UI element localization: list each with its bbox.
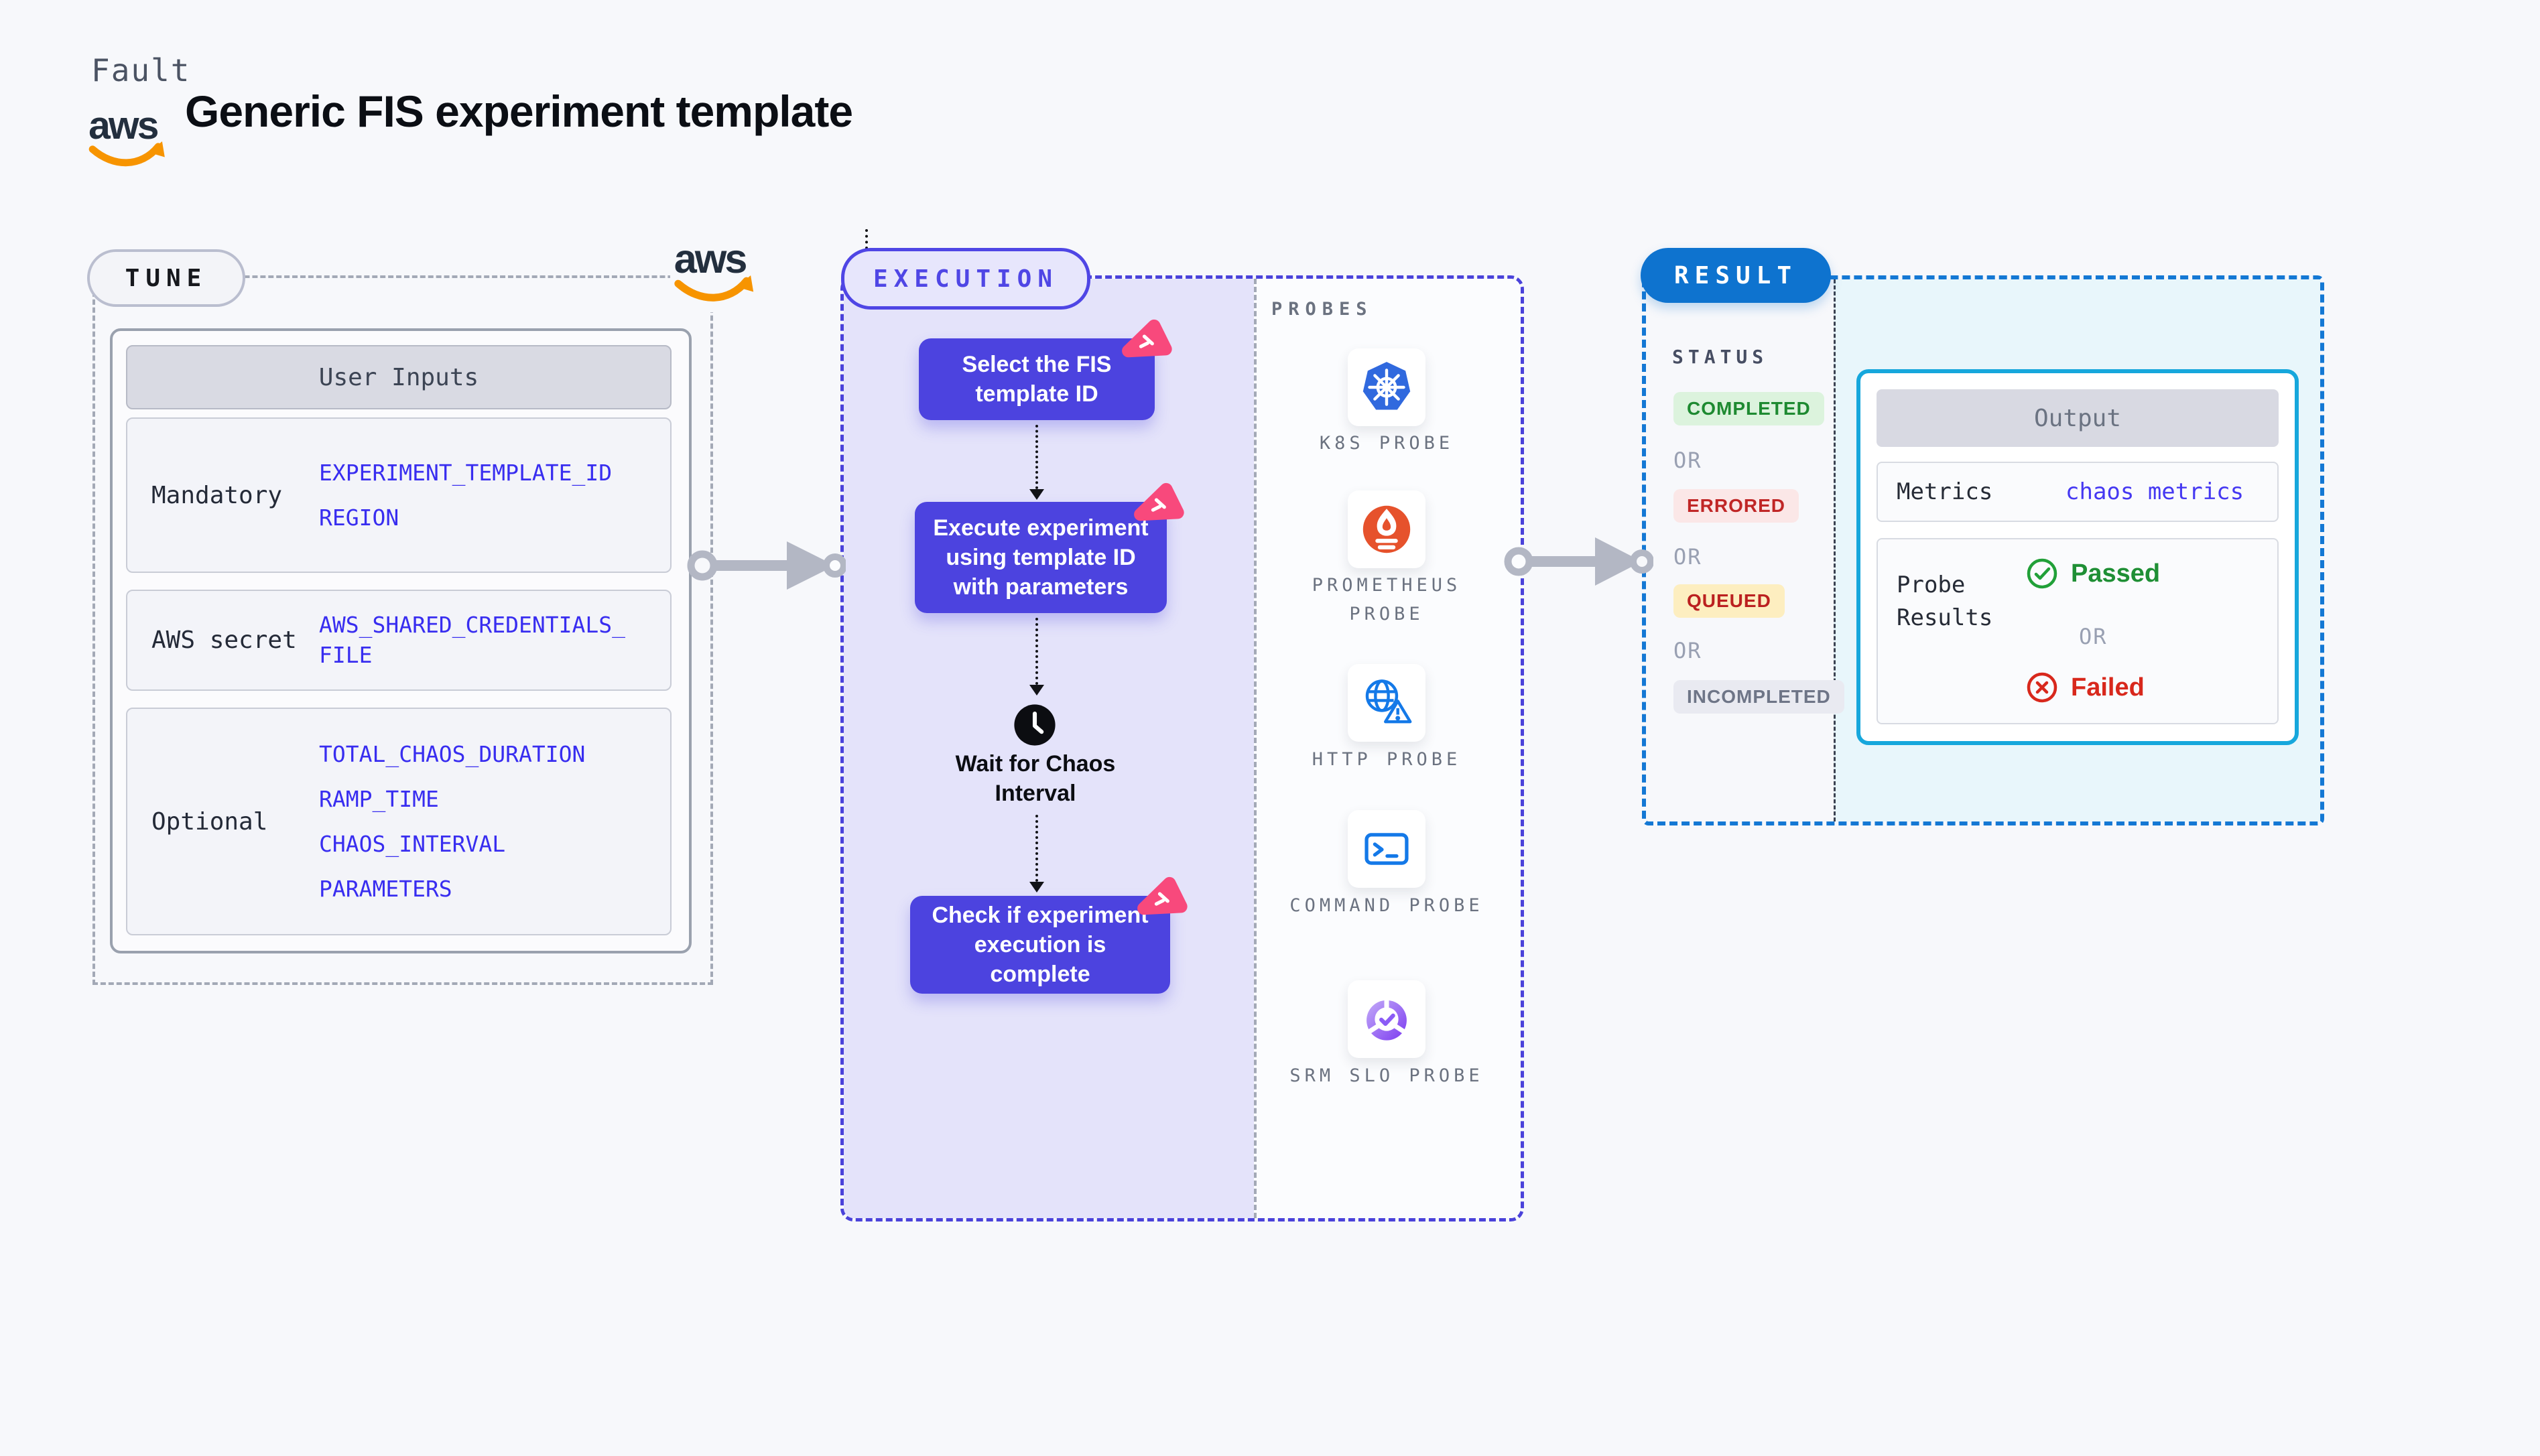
probe-label: HTTP PROBE (1312, 749, 1462, 770)
table-row-mandatory: Mandatory EXPERIMENT_TEMPLATE_ID REGION (126, 417, 672, 573)
variable-value: AWS_SHARED_CREDENTIALS_FILE (319, 611, 625, 668)
srm-slo-probe-card (1348, 980, 1425, 1058)
flow-arrowhead-icon (1029, 685, 1044, 696)
status-badge-completed: COMPLETED (1673, 392, 1824, 425)
status-badge-queued: QUEUED (1673, 584, 1785, 618)
probe-label: SRM SLO PROBE (1289, 1065, 1484, 1086)
status-badge-errored: ERRORED (1673, 489, 1799, 523)
step-label: Check if experiment execution is complet… (932, 902, 1149, 988)
page-title: Generic FIS experiment template (185, 86, 853, 136)
failed-result: Failed (2025, 671, 2145, 704)
aws-logo-tune: aws (670, 235, 757, 312)
svg-text:aws: aws (674, 240, 747, 281)
step-label: Execute experiment using template ID wit… (933, 515, 1149, 600)
metrics-row: Metrics chaos metrics (1877, 462, 2279, 522)
probe-label: K8S PROBE (1319, 433, 1454, 454)
status-badge-incompleted: INCOMPLETED (1673, 680, 1844, 714)
aws-logo: aws (87, 104, 166, 175)
chaos-faults-icon (1113, 314, 1177, 385)
result-badge: RESULT (1641, 248, 1831, 303)
variable-value: CHAOS_INTERVAL (319, 831, 506, 857)
probe-label: PROMETHEUS PROBE (1312, 575, 1462, 625)
connector-arrow-icon (685, 528, 847, 606)
flow-dotted-line (1035, 618, 1038, 685)
probes-panel (1254, 279, 1521, 1218)
variable-value: RAMP_TIME (319, 786, 439, 812)
variable-value: TOTAL_CHAOS_DURATION (319, 741, 586, 767)
prometheus-icon (1362, 505, 1411, 553)
slo-donut-icon (1366, 998, 1407, 1041)
brand-label: Fault (91, 52, 191, 88)
http-probe-card (1348, 664, 1425, 742)
clock-icon (1012, 702, 1058, 751)
or-separator: OR (1673, 638, 1702, 663)
row-label: Optional (151, 807, 268, 836)
user-inputs-header: User Inputs (126, 345, 672, 409)
passed-label: Passed (2071, 559, 2161, 588)
or-separator: OR (2079, 624, 2108, 649)
flow-dotted-line (1035, 425, 1038, 489)
metrics-label: Metrics (1897, 478, 1993, 505)
flow-arrowhead-icon (1029, 882, 1044, 892)
execution-flow-panel (844, 279, 1254, 1218)
connector-arrow-icon (1503, 524, 1654, 602)
http-globe-icon (1365, 679, 1412, 724)
or-separator: OR (1673, 544, 1702, 570)
probe-results-label: Probe Results (1897, 572, 1993, 632)
chaos-faults-icon (1128, 872, 1192, 943)
step-check-complete: Check if experiment execution is complet… (910, 876, 1188, 994)
step-select-template: Select the FIS template ID (919, 319, 1172, 420)
failed-label: Failed (2071, 673, 2145, 702)
row-label: AWS secret (151, 626, 297, 654)
probe-label: COMMAND PROBE (1289, 895, 1484, 916)
step-execute-experiment: Execute experiment using template ID wit… (915, 482, 1184, 613)
tune-badge: TUNE (87, 249, 245, 307)
prometheus-probe-card (1348, 490, 1425, 568)
flow-dotted-line (1035, 815, 1038, 882)
step-wait-interval: Wait for Chaos Interval (955, 751, 1116, 807)
table-row-optional: Optional TOTAL_CHAOS_DURATION RAMP_TIME … (126, 708, 672, 935)
panel-divider (1254, 279, 1257, 1218)
dotted-stub (865, 229, 868, 249)
execution-section (840, 275, 1524, 1221)
row-label: Mandatory (151, 481, 283, 509)
svg-text:aws: aws (88, 107, 158, 147)
execution-badge: EXECUTION (841, 248, 1090, 310)
flow-arrowhead-icon (1029, 489, 1044, 500)
check-circle-icon (2027, 558, 2057, 589)
variable-value: REGION (319, 505, 399, 531)
step-label: Select the FIS template ID (962, 351, 1112, 407)
probe-results-row: Probe Results Passed OR Failed (1877, 538, 2279, 724)
command-probe-card (1348, 810, 1425, 888)
or-separator: OR (1673, 448, 1702, 473)
status-label: STATUS (1672, 346, 1769, 368)
variable-value: EXPERIMENT_TEMPLATE_ID (319, 460, 613, 486)
table-row-aws-secret: AWS secret AWS_SHARED_CREDENTIALS_FILE (126, 590, 672, 691)
tune-section (92, 275, 713, 985)
variable-value: PARAMETERS (319, 876, 452, 902)
output-card: Output Metrics chaos metrics Probe Resul… (1856, 369, 2299, 745)
metrics-value: chaos metrics (2066, 478, 2244, 505)
kubernetes-icon (1362, 362, 1411, 410)
probes-label: PROBES (1271, 299, 1373, 320)
x-circle-icon (2027, 672, 2057, 703)
output-header: Output (1877, 389, 2279, 447)
k8s-probe-card (1348, 348, 1425, 426)
chaos-faults-icon (1125, 478, 1189, 549)
passed-result: Passed (2025, 557, 2160, 590)
terminal-icon (1364, 833, 1409, 865)
panel-divider (1834, 279, 1836, 821)
